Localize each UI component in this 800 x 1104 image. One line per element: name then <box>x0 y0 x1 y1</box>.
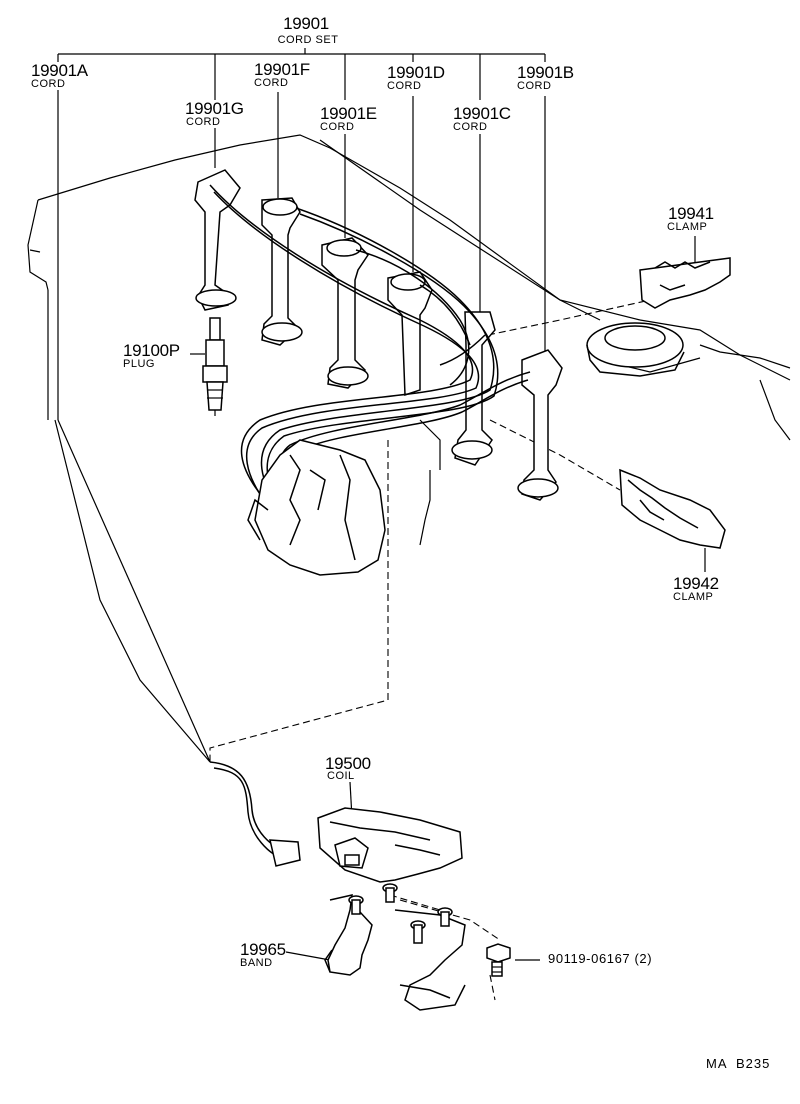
spark-plug <box>202 317 228 416</box>
cord-c-name: CORD <box>453 121 488 133</box>
clamp-19941-number: 19941 <box>668 204 714 223</box>
cord-f-name: CORD <box>254 77 289 89</box>
bolt <box>486 943 511 977</box>
cord-a-name: CORD <box>31 78 66 90</box>
cord-g-name: CORD <box>186 116 221 128</box>
coil-name: COIL <box>327 770 355 782</box>
screws <box>348 883 453 944</box>
plug-boot-g <box>194 169 241 311</box>
plug-boot-b <box>517 349 563 501</box>
coil-number: 19500 <box>325 754 371 773</box>
cord-e-number: 19901E <box>320 104 377 123</box>
clamp-19941-name: CLAMP <box>667 221 708 233</box>
cord-b-number: 19901B <box>517 63 574 82</box>
distributor <box>247 439 386 576</box>
hidden-lines <box>209 299 651 1001</box>
cord-d-number: 19901D <box>387 63 445 82</box>
ignition-coil <box>317 807 463 883</box>
plug-boot-e <box>321 237 369 389</box>
clamp-19942 <box>619 468 726 549</box>
clamp-19942-name: CLAMP <box>673 591 714 603</box>
band-name: BAND <box>240 957 273 969</box>
bolt-number: 90119-06167 (2) <box>548 951 653 966</box>
clamp-19941 <box>639 257 731 309</box>
cord-c-number: 19901C <box>453 104 511 123</box>
engine-head-outline <box>27 134 791 763</box>
coil-band <box>324 894 466 1011</box>
plug-number: 19100P <box>123 341 180 360</box>
cord-set-name: CORD SET <box>277 34 339 46</box>
cord-set-number: 19901 <box>283 14 329 33</box>
diagram-reference: MA B235 <box>706 1056 771 1071</box>
cord-g-number: 19901G <box>185 99 244 118</box>
cord-e-name: CORD <box>320 121 355 133</box>
cord-f-number: 19901F <box>254 60 310 79</box>
plug-name: PLUG <box>123 358 155 370</box>
cord-d-name: CORD <box>387 80 422 92</box>
plug-boot-d <box>387 271 433 397</box>
band-number: 19965 <box>240 940 286 959</box>
plug-boot-f <box>261 197 303 346</box>
cord-a-number: 19901A <box>31 61 88 80</box>
clamp-19942-number: 19942 <box>673 574 719 593</box>
cord-b-name: CORD <box>517 80 552 92</box>
coil-cord <box>209 761 301 867</box>
